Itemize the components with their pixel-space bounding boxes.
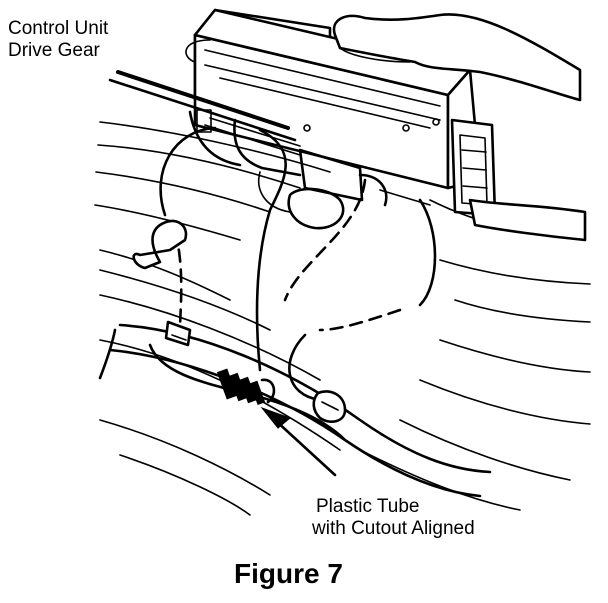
hand <box>332 13 587 242</box>
plastic-tube-text: Plastic Tube <box>316 496 420 517</box>
callout-leaders <box>108 70 337 477</box>
control-unit-housing <box>185 8 497 217</box>
figure-title: Figure 7 <box>234 558 343 589</box>
cutout-aligned-text: with Cutout Aligned <box>312 518 475 540</box>
drive-gear <box>188 109 431 230</box>
track-lines <box>94 121 591 516</box>
plastic-tube-label: Plastic Tube with Cutout Aligned <box>312 496 475 541</box>
control-unit-text: Control Unit <box>8 18 109 39</box>
tube-gear-teeth <box>216 368 347 424</box>
release-clip <box>132 219 192 347</box>
alignment-guides <box>159 126 437 402</box>
control-unit-drive-gear-label: Control Unit Drive Gear <box>8 18 108 63</box>
drive-gear-text: Drive Gear <box>8 40 100 62</box>
